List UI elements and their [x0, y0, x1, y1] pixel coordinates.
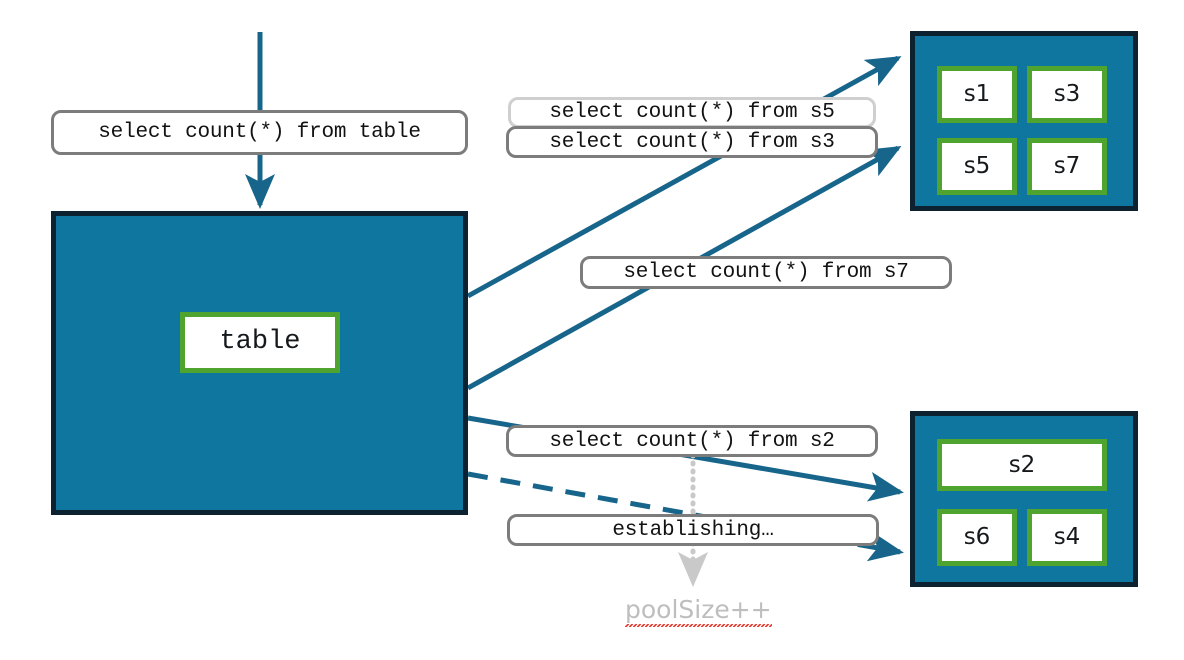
- query-label-s2[interactable]: select count(*) from s2: [506, 425, 878, 457]
- query-label-s7[interactable]: select count(*) from s7: [580, 256, 952, 289]
- pool-bottom-node-s2[interactable]: s2: [937, 439, 1107, 491]
- query-label-establishing[interactable]: establishing…: [507, 514, 879, 546]
- pool-top-node-s3[interactable]: s3: [1027, 66, 1107, 123]
- pool-top-node-s1[interactable]: s1: [937, 66, 1017, 123]
- pool-bottom-node-s6[interactable]: s6: [937, 509, 1017, 566]
- pool-top-node-s7[interactable]: s7: [1027, 138, 1107, 195]
- poolsize-annotation: poolSize++: [625, 595, 772, 627]
- pool-bottom-node-s4[interactable]: s4: [1027, 509, 1107, 566]
- query-label-incoming[interactable]: select count(*) from table: [51, 110, 468, 155]
- source-table-node[interactable]: table: [180, 312, 340, 373]
- query-label-s5[interactable]: select count(*) from s5: [508, 97, 876, 128]
- poolsize-annotation-text: poolSize++: [625, 595, 772, 627]
- query-label-s3[interactable]: select count(*) from s3: [506, 126, 878, 158]
- pool-top-node-s5[interactable]: s5: [937, 138, 1017, 195]
